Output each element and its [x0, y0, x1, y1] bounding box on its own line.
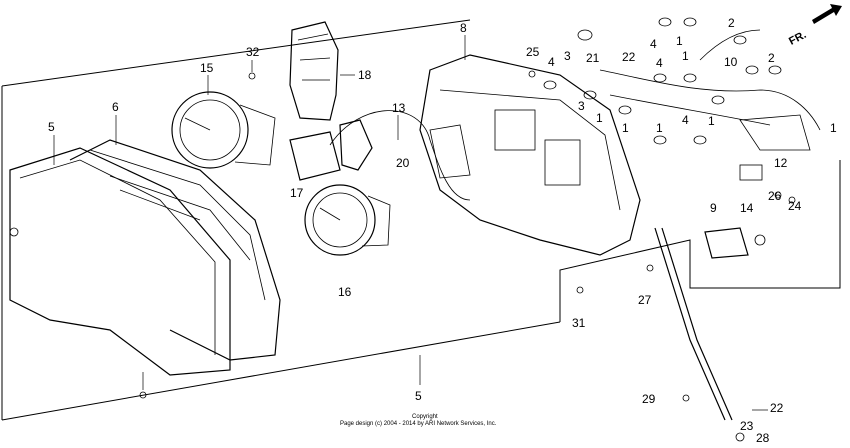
part-label-3-a: 3	[564, 49, 571, 63]
small-gauge	[339, 119, 373, 171]
part-label-26: 26	[768, 189, 782, 203]
part-label-1-c: 1	[596, 111, 603, 125]
part-label-12: 12	[774, 156, 788, 170]
cable-clip	[704, 227, 766, 259]
part-label-1-b: 1	[682, 49, 689, 63]
speedometer-gauge	[304, 184, 391, 256]
meter-cable	[329, 110, 471, 201]
part-label-21: 22	[622, 50, 636, 64]
copyright-line-2: Page design (c) 2004 - 2014 by ARI Netwo…	[340, 421, 497, 427]
part-label-27: 27	[638, 293, 652, 307]
part-label-4-a: 4	[548, 55, 555, 69]
part-label-10: 10	[724, 55, 738, 69]
part-label-1-d: 1	[622, 121, 629, 135]
part-label-6: 5	[48, 120, 55, 134]
part-label-30: 31	[572, 316, 586, 330]
part-label-18: 17	[290, 186, 304, 200]
part-label-5: 5	[415, 389, 422, 403]
assembly-frame	[1, 19, 841, 421]
part-label-3-b: 3	[578, 99, 585, 113]
part-label-29: 29	[642, 392, 656, 406]
part-label-1-e: 1	[656, 121, 663, 135]
part-label-4-b: 4	[650, 37, 657, 51]
part-label-20: 20	[396, 156, 410, 170]
part-label-4-d: 4	[682, 113, 689, 127]
part-label-1-f: 1	[708, 114, 715, 128]
part-label-31: 32	[246, 45, 260, 59]
bulb-sockets	[543, 17, 782, 145]
speedometer-cable	[654, 227, 745, 442]
part-label-13: 13	[392, 101, 406, 115]
part-label-25: 25	[526, 45, 540, 59]
meter-lens	[9, 147, 231, 376]
tachometer-gauge	[171, 91, 276, 169]
part-label-19: 18	[358, 68, 372, 82]
part-label-28: 28	[756, 431, 770, 445]
part-label-16: 21	[586, 51, 600, 65]
part-number-labels: 5 6 15 32 18 13 20 17 16 8 5 25 3 4 21 2…	[48, 16, 837, 445]
part-label-23: 23	[740, 419, 754, 433]
part-label-22: 22	[770, 401, 784, 415]
part-label-2-a: 2	[728, 16, 735, 30]
wire-harness	[599, 29, 821, 181]
meter-case	[419, 54, 641, 256]
part-label-8: 8	[460, 21, 467, 35]
part-label-17: 16	[338, 285, 352, 299]
part-label-1-a: 1	[676, 34, 683, 48]
part-label-7: 6	[112, 100, 119, 114]
meter-visor	[69, 139, 281, 361]
front-direction-arrow-icon: FR.	[787, 4, 842, 48]
part-label-1-g: 1	[830, 121, 837, 135]
screws	[139, 70, 796, 399]
front-direction-label: FR.	[787, 29, 808, 48]
copyright-line-1: Copyright	[412, 414, 438, 420]
part-label-15: 14	[740, 201, 754, 215]
fuel-temp-gauge	[289, 131, 341, 181]
part-label-4-c: 4	[656, 56, 663, 70]
gauge-bracket	[289, 21, 339, 121]
leader-lines	[53, 35, 768, 411]
part-label-9: 9	[710, 201, 717, 215]
part-label-2-b: 2	[768, 51, 775, 65]
part-label-14: 15	[200, 61, 214, 75]
part-label-24: 24	[788, 199, 802, 213]
